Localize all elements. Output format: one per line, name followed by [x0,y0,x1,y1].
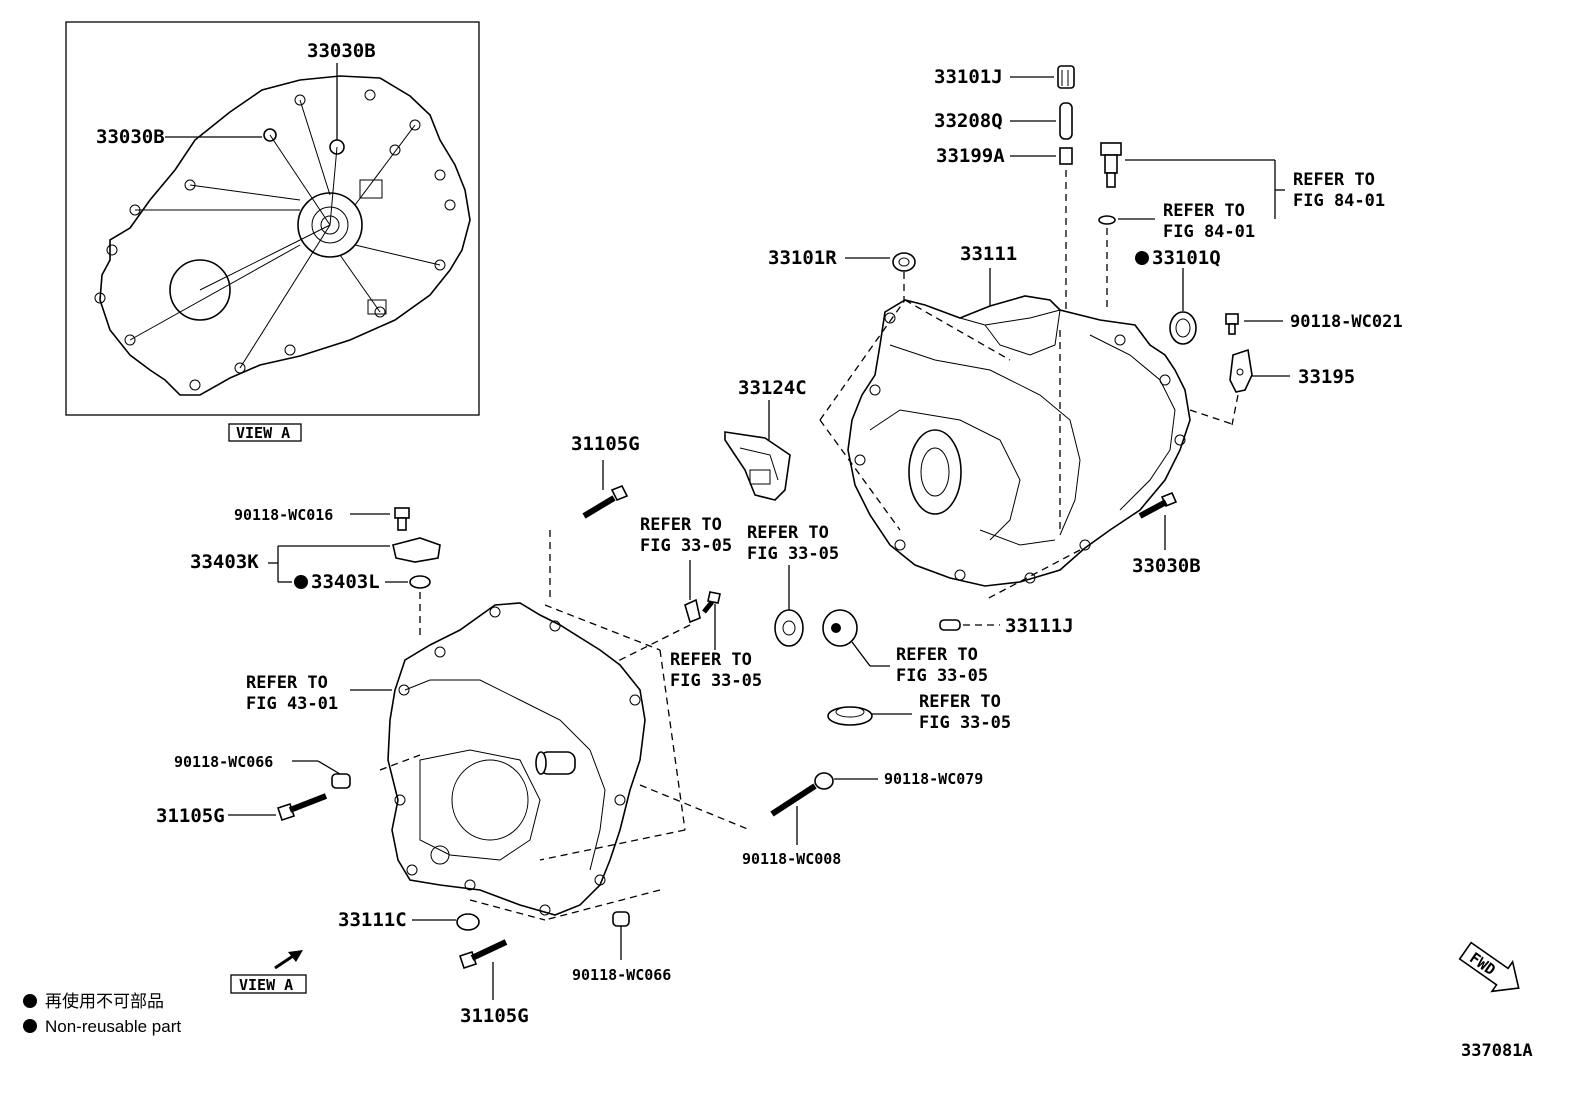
legend-dot-jp [23,994,37,1008]
refer-84-01-right-line1: REFER TO [1293,170,1375,190]
label-33101J: 33101J [934,66,1003,88]
guide-33124C [724,400,791,501]
refer-33-05-e-line1: REFER TO [670,650,752,670]
pin-90118-WC066-bottom [612,911,630,960]
refer-84-01-right-line2: FIG 84-01 [1293,191,1385,211]
label-33111: 33111 [960,243,1017,265]
view-a-arrow-label: VIEW A [239,976,293,994]
plug-33101R [845,252,916,300]
refer-33-05-d-line1: REFER TO [640,515,722,535]
non-reusable-dot-33403L [294,575,308,589]
bracket-33195 [1229,348,1290,426]
speed-sensor [1098,142,1285,310]
bolt-31105G-top [549,460,629,600]
refer-84-01-mid-line1: REFER TO [1163,201,1245,221]
plug-33111C [412,913,480,931]
label-90118-WC066-bottom: 90118-WC066 [572,966,671,984]
label-33111J: 33111J [1005,615,1074,637]
refer-33-05-d-line2: FIG 33-05 [640,536,732,556]
label-90118-WC079: 90118-WC079 [884,770,983,788]
legend [23,994,37,1033]
legend-dot-en [23,1019,37,1033]
label-90118-WC021: 90118-WC021 [1290,312,1403,332]
label-33195: 33195 [1298,366,1355,388]
refer-33-05-b-line1: REFER TO [896,645,978,665]
oil-seal-33101Q [1135,251,1197,345]
refer-43-01-line1: REFER TO [246,673,328,693]
label-33403K: 33403K [190,551,259,573]
transaxle-case-33111 [819,295,1236,601]
refer-33-05-c-line1: REFER TO [919,692,1001,712]
pin-90118-WC066-left [292,760,351,789]
refer-33-05-c-line2: FIG 33-05 [919,713,1011,733]
pin-33111J [939,619,1000,631]
fwd-arrow: FWD [1458,941,1520,993]
bolt-90118-WC008-with-washer [770,772,878,845]
view-a-arrow [230,950,307,994]
bolt-33030B-right [1138,491,1178,550]
label-31105G-bottom: 31105G [460,1005,529,1027]
bolt-31105G-left [228,793,328,822]
label-33030B-inset-top: 33030B [307,40,376,62]
refer-33-05-e-line2: FIG 33-05 [670,671,762,691]
bolt-90118-WC021 [1225,313,1283,335]
label-33208Q: 33208Q [934,110,1003,132]
refer-84-01-mid-line2: FIG 84-01 [1163,222,1255,242]
lever-33403K [268,537,441,582]
refer-33-05-a-line2: FIG 33-05 [747,544,839,564]
label-33199A: 33199A [936,145,1005,167]
view-a-tag-label: VIEW A [236,424,290,442]
bolt-90118-WC016 [350,507,410,531]
refer-33-05-a-line1: REFER TO [747,523,829,543]
refer-33-05-b-line2: FIG 33-05 [896,666,988,686]
label-90118-WC008: 90118-WC008 [742,850,841,868]
label-33101Q: 33101Q [1152,247,1221,269]
label-31105G-left: 31105G [156,805,225,827]
figure-code: 337081A [1461,1041,1533,1061]
view-a-tag-box [228,423,302,442]
label-33403L: 33403L [311,571,380,593]
view-a-inset [65,21,480,416]
differential-parts-refer-33-05 [774,565,912,726]
bolt-31105G-bottom [458,939,508,1000]
label-33030B-right: 33030B [1132,555,1201,577]
legend-text-jp: 再使用不可部品 [45,991,164,1011]
label-33124C: 33124C [738,377,807,399]
legend-text-en: Non-reusable part [45,1017,181,1036]
label-33101R: 33101R [768,247,837,269]
label-33030B-inset-left: 33030B [96,126,165,148]
label-90118-WC016: 90118-WC016 [234,506,333,524]
non-reusable-dot-33101Q [1135,251,1149,265]
label-31105G-top: 31105G [571,433,640,455]
o-ring-33403L [278,575,431,640]
label-90118-WC066-left: 90118-WC066 [174,753,273,771]
transaxle-housing [379,602,751,921]
label-33111C: 33111C [338,909,407,931]
oil-level-plug-stack [1010,65,1075,310]
refer-43-01-line2: FIG 43-01 [246,694,338,714]
